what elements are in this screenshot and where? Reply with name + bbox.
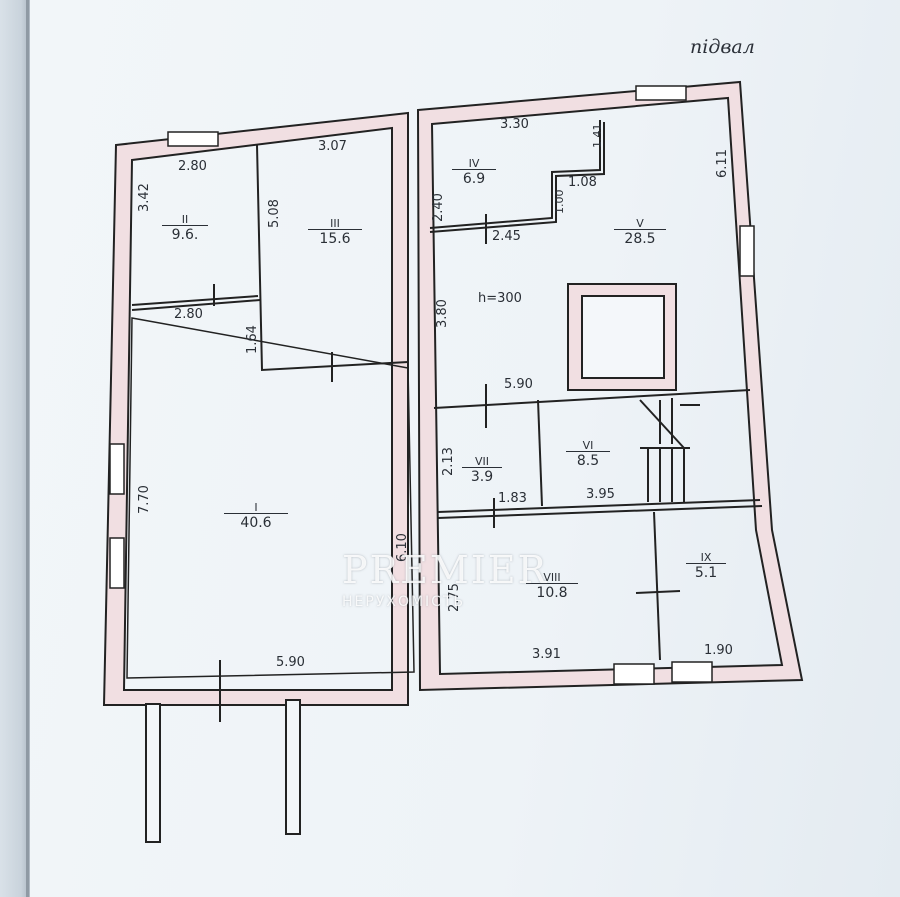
stair-flight [639, 399, 690, 502]
room-1-number: I [254, 501, 258, 514]
watermark-title: PREMIER [342, 548, 549, 592]
dim-room3-width: 3.07 [318, 139, 347, 154]
window-right [739, 225, 755, 277]
dim-step-141: 1.41 [591, 123, 604, 149]
room1-outline [126, 317, 415, 679]
room-7: VII 3.9 [462, 456, 502, 484]
room-2: II 9.6. [162, 214, 208, 242]
room-4-number: IV [468, 157, 480, 170]
room-5-area: 28.5 [614, 229, 666, 246]
dim-room1-upper-width: 2.80 [174, 307, 203, 322]
room-1: I 40.6 [224, 502, 288, 530]
stair-rail [659, 398, 700, 444]
room-4: IV 6.9 [452, 158, 496, 186]
room-3: III 15.6 [308, 218, 362, 246]
room-3-area: 15.6 [308, 229, 362, 246]
dim-room5-step: 2.45 [492, 229, 521, 244]
book-binding-edge [0, 0, 30, 897]
room-4-area: 6.9 [452, 169, 496, 186]
dim-room3-depth: 5.08 [267, 199, 282, 228]
watermark-subtitle: НЕРУХОМІСТЬ [342, 594, 466, 610]
wall-lower-band-inner [437, 505, 763, 519]
window-left-1 [109, 443, 125, 495]
room-6-area: 8.5 [566, 451, 610, 468]
window-top-left [167, 131, 219, 147]
dim-room1-step: 1.64 [245, 325, 260, 354]
room-7-number: VII [474, 455, 489, 468]
plan-caption: підвал [690, 36, 755, 58]
dim-room7-width: 1.83 [498, 491, 527, 506]
wall-room4-stair-inner [429, 122, 605, 233]
dim-room4-depth: 2.40 [431, 193, 446, 222]
wall-room5-lower [433, 389, 751, 409]
dim-room6-width: 3.95 [586, 487, 615, 502]
dim-room7-depth: 2.13 [441, 447, 456, 476]
wall-room8-room9 [653, 511, 661, 661]
wall-room7-room6 [537, 399, 543, 507]
room-5: V 28.5 [614, 218, 666, 246]
room-8-area: 10.8 [526, 583, 578, 600]
dim-room5-right: 6.11 [715, 149, 730, 178]
entrance-post-left [145, 703, 161, 843]
door-tick-7 [635, 590, 681, 594]
wall-lower-band [437, 499, 761, 513]
ceiling-height-note: h=300 [478, 291, 522, 306]
room-2-area: 9.6. [162, 225, 208, 242]
dim-room1-width: 5.90 [276, 655, 305, 670]
outer-wall [102, 111, 409, 706]
room-8-number: VIII [543, 571, 561, 584]
room-7-area: 3.9 [462, 467, 502, 484]
room-8: VIII 10.8 [526, 572, 578, 600]
shaft-inner [581, 295, 665, 379]
dim-room5-depth: 3.80 [435, 299, 450, 328]
dim-step-108: 1.08 [568, 175, 597, 190]
window-bottom-1 [613, 663, 655, 685]
dim-room1-depth: 7.70 [137, 485, 152, 514]
window-left-2 [109, 537, 125, 589]
wall-room2-room1 [131, 299, 261, 311]
dim-room2-depth: 3.42 [137, 183, 152, 212]
room-5-number: V [636, 217, 644, 230]
window-top-right [635, 85, 687, 101]
room-1-area: 40.6 [224, 513, 288, 530]
room-9-area: 5.1 [686, 563, 726, 580]
room-9-number: IX [700, 551, 712, 564]
wall-room4-stair [429, 120, 601, 229]
room-2-number: II [181, 213, 189, 226]
dim-room4-width: 3.30 [500, 117, 529, 132]
watermark: PREMIER НЕРУХОМІСТЬ [342, 548, 548, 610]
binding-fold-line [26, 0, 29, 897]
room-6: VI 8.5 [566, 440, 610, 468]
wall-room2-room3 [256, 144, 409, 372]
dim-room5-width: 5.90 [504, 377, 533, 392]
window-bottom-2 [671, 661, 713, 683]
room-6-number: VI [582, 439, 594, 452]
dim-room2-width: 2.80 [178, 159, 207, 174]
dim-room8-width: 3.91 [532, 647, 561, 662]
room-3-number: III [330, 217, 340, 230]
entrance-post-right [285, 699, 301, 835]
wall-room2-room1-inner [131, 295, 259, 306]
dim-room9-width: 1.90 [704, 643, 733, 658]
room-9: IX 5.1 [686, 552, 726, 580]
dim-step-100: 1.00 [553, 189, 566, 215]
